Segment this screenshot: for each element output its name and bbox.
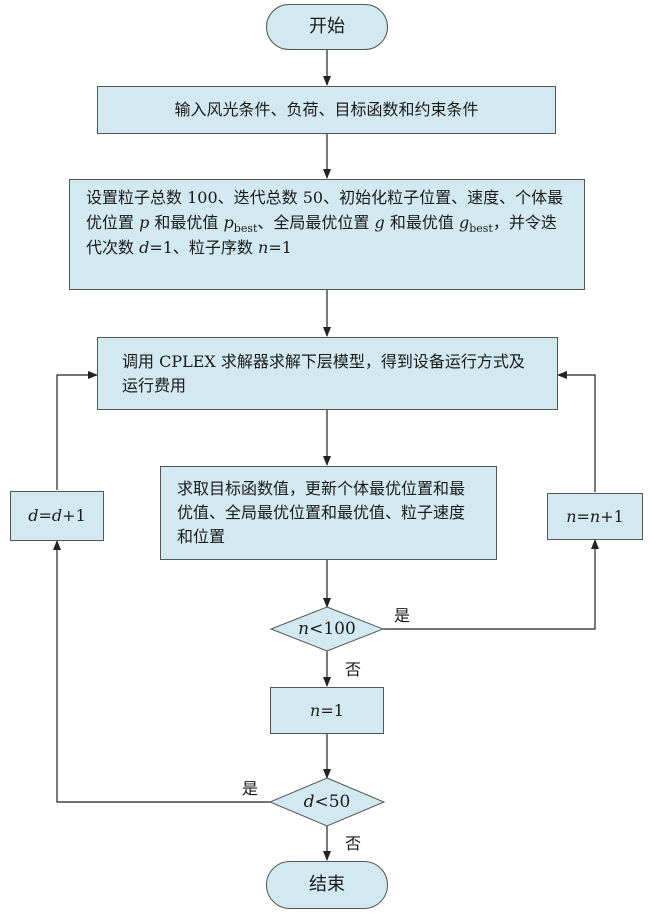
inc-d-rest: +1 (62, 506, 86, 525)
loop-n-back-to-cplex (557, 371, 596, 492)
inc-n-rest: +1 (600, 506, 624, 526)
cond-n-var: n (298, 619, 310, 639)
update-label: 求取目标函数值，更新个体最优位置和最优值、全局最优位置和最优值、粒子速度和位置 (177, 479, 466, 546)
init-text-6: =1、粒子序数 (149, 238, 259, 257)
var-g: g (374, 213, 385, 232)
var-gbest: g (458, 213, 470, 232)
end-terminal: 结束 (266, 861, 388, 909)
yes-label-n: 是 (394, 606, 411, 625)
sub-pbest: best (233, 222, 258, 236)
cond-n-op: <100 (309, 619, 356, 639)
inc-n-v1: n (566, 506, 577, 526)
init-text-2: 和最优值 (149, 213, 224, 232)
decision-d-text: d<50 (270, 778, 384, 826)
var-p: p (139, 213, 150, 232)
yes-label-d: 是 (242, 779, 259, 798)
var-d: d (139, 238, 150, 257)
update-process: 求取目标函数值，更新个体最优位置和最优值、全局最优位置和最优值、粒子速度和位置 (160, 466, 497, 560)
init-process: 设置粒子总数 100、迭代总数 50、初始化粒子位置、速度、个体最优位置 p 和… (69, 179, 585, 290)
cond-d-op: <50 (314, 792, 351, 812)
inc-d-process: d=d+1 (10, 491, 104, 541)
init-text-1: 设置粒子总数 100、迭代总数 50、初始化粒子位置、速度、个体最优位置 (86, 188, 564, 232)
loop-n-yes-up (383, 539, 599, 630)
input-label: 输入风光条件、负荷、目标函数和约束条件 (174, 100, 479, 119)
loop-d-back-to-cplex (56, 371, 98, 490)
inc-n-v2: n (589, 506, 601, 526)
cplex-label: 调用 CPLEX 求解器求解下层模型，得到设备运行方式及运行费用 (122, 352, 525, 395)
reset-n-rest: =1 (320, 700, 344, 720)
inc-d-v2: d (51, 506, 63, 525)
var-pbest: p (223, 213, 234, 232)
inc-d-eq: = (38, 506, 52, 525)
init-text-4: 和最优值 (384, 213, 459, 232)
cplex-process: 调用 CPLEX 求解器求解下层模型，得到设备运行方式及运行费用 (97, 337, 558, 410)
inc-d-v1: d (28, 506, 39, 525)
end-label: 结束 (309, 874, 345, 895)
inc-n-eq: = (576, 506, 590, 526)
var-n: n (258, 238, 269, 257)
init-text-5: ，并令迭代次数 (86, 213, 557, 257)
start-label: 开始 (309, 16, 345, 37)
inc-n-process: n=n+1 (547, 493, 643, 540)
no-label-n: 否 (345, 660, 362, 679)
cond-d-var: d (303, 792, 315, 812)
decision-n-lt-100 (269, 606, 385, 652)
start-terminal: 开始 (266, 4, 388, 50)
reset-n-process: n=1 (270, 687, 384, 734)
loop-d-yes-up (53, 540, 271, 803)
no-label-d: 否 (345, 834, 362, 853)
decision-d-lt-50 (268, 777, 386, 827)
input-process: 输入风光条件、负荷、目标函数和约束条件 (97, 86, 556, 134)
reset-n-var: n (310, 700, 321, 720)
decision-n-text: n<100 (271, 607, 383, 651)
init-text-3: 、全局最优位置 (257, 213, 375, 232)
init-text-7: =1 (268, 238, 292, 257)
sub-gbest: best (469, 222, 493, 236)
